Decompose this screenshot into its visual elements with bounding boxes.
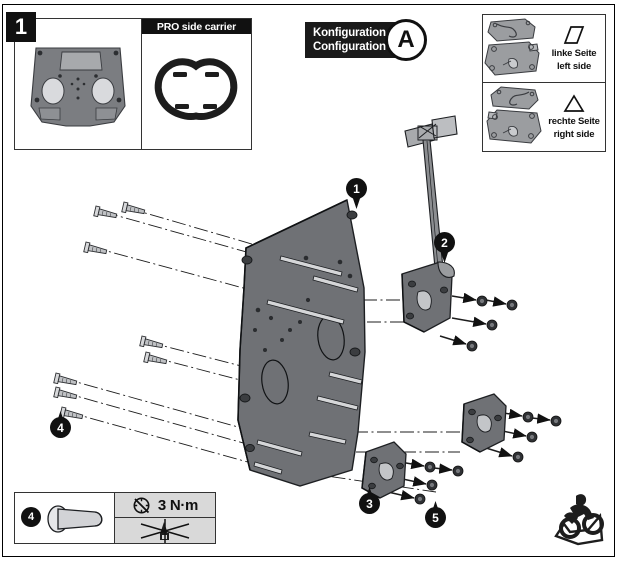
legend-row-right-side: rechte Seite right side: [483, 83, 605, 151]
callout-2-pointer: [440, 251, 449, 263]
pro-side-carrier-thumbnail: [142, 19, 251, 149]
callout-3-number: 3: [359, 493, 380, 514]
step-number-badge: 1: [6, 12, 36, 42]
parts-thumbnail-panel: PRO side carrier: [14, 18, 252, 150]
no-torque-icon: [133, 497, 150, 513]
no-threadlocker-icon: [140, 518, 190, 543]
callout-4: 4: [50, 411, 71, 438]
fastener-spec-box: 4 3 N·m: [14, 492, 216, 544]
torque-value: 3 N·m: [157, 496, 199, 514]
legend-left-side-en: left side: [556, 60, 592, 72]
left-side-bracket-art: [483, 15, 543, 82]
callout-1: 1: [346, 178, 367, 209]
legend-right-side-text: rechte Seite right side: [543, 83, 605, 151]
rivet-screw-icon: [47, 505, 103, 533]
torque-spec-row: 3 N·m: [115, 493, 215, 518]
triangle-icon: [563, 93, 585, 113]
parallelogram-icon: [563, 25, 585, 45]
configuration-label: Konfiguration Configuration: [305, 22, 400, 58]
pro-side-carrier-thumbnail-cell: PRO side carrier: [141, 19, 251, 149]
callout-1-number: 1: [346, 178, 367, 199]
legend-right-side-en: right side: [553, 129, 595, 140]
side-legend: linke Seite left side: [482, 14, 606, 152]
callout-4-number: 4: [50, 417, 71, 438]
callout-5-number: 5: [425, 507, 446, 528]
callout-2: 2: [434, 232, 455, 263]
legend-right-side-de: rechte Seite: [548, 116, 600, 128]
legend-left-side-text: linke Seite left side: [543, 15, 605, 82]
sheet-border: [2, 4, 615, 557]
configuration-label-en: Configuration: [313, 41, 386, 53]
callout-2-number: 2: [434, 232, 455, 253]
legend-left-side-de: linke Seite: [551, 47, 597, 59]
callout-5: 5: [425, 501, 446, 528]
fastener-detail-cell: 4: [15, 493, 115, 543]
callout-3: 3: [359, 487, 380, 514]
pro-side-carrier-title: PRO side carrier: [141, 19, 251, 34]
right-side-bracket-art: [483, 83, 543, 151]
threadlocker-row: [115, 518, 215, 543]
configuration-label-de: Konfiguration: [313, 26, 386, 39]
motorcycle-icon: [548, 486, 612, 550]
fastener-callout-number: 4: [21, 507, 41, 527]
configuration-variant-badge: A: [385, 19, 427, 61]
adapter-plate-thumbnail-cell: [15, 19, 142, 149]
adapter-plate-thumbnail: [15, 19, 141, 149]
spec-values: 3 N·m: [115, 493, 215, 543]
legend-row-left-side: linke Seite left side: [483, 15, 605, 83]
